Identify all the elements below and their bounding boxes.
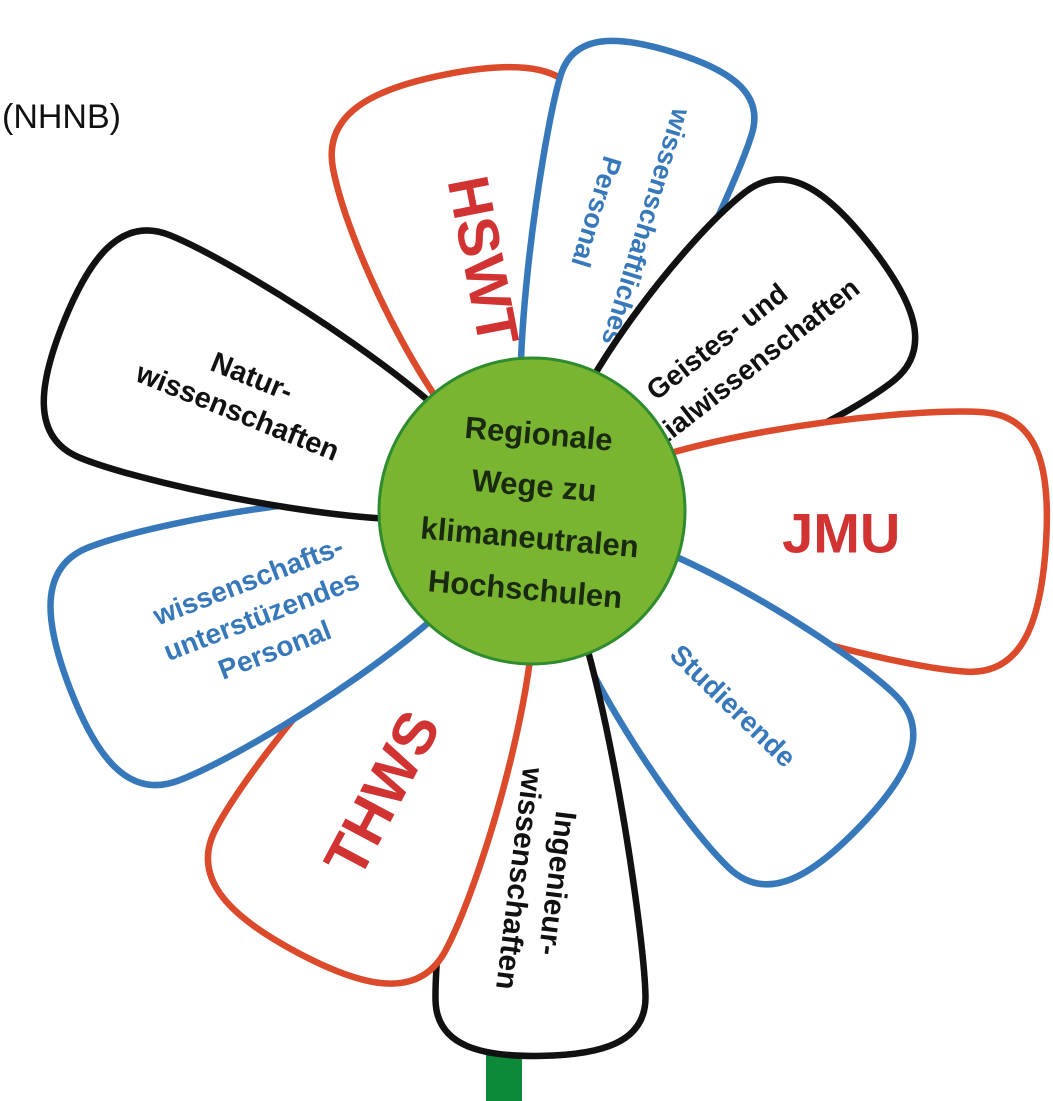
corner-label: (NHNB) <box>2 98 121 136</box>
petal-label-jmu: JMU <box>782 501 900 564</box>
petal-label-line: JMU <box>782 501 900 564</box>
center-circle <box>377 356 687 666</box>
